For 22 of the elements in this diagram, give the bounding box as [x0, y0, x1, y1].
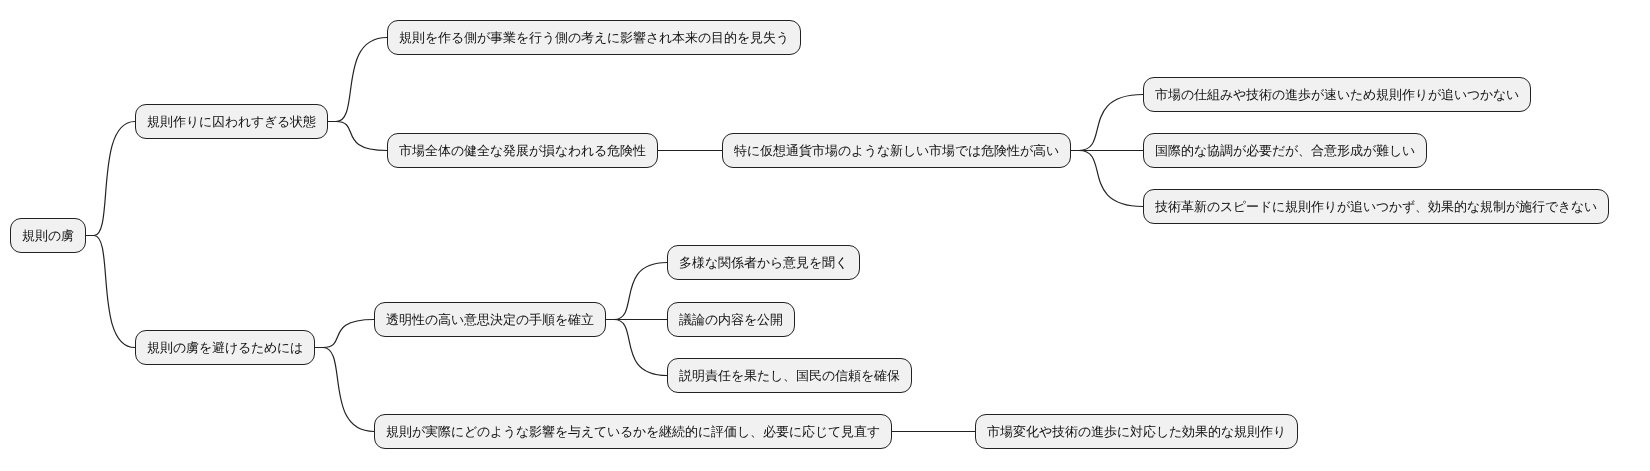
topic-box: 特に仮想通貨市場のような新しい市場では危険性が高い [722, 133, 1071, 168]
topic-box: 規則の虜を避けるためには [135, 330, 315, 365]
topic-box: 規則を作る側が事業を行う側の考えに影響され本来の目的を見失う [387, 20, 801, 55]
topic-box: 多様な関係者から意見を聞く [667, 245, 860, 280]
topic-box: 説明責任を果たし、国民の信頼を確保 [667, 358, 912, 393]
topic-box: 技術革新のスピードに規則作りが追いつかず、効果的な規制が施行できない [1143, 189, 1609, 224]
topic-box: 市場変化や技術の進歩に対応した効果的な規則作り [975, 414, 1298, 449]
topic-box: 透明性の高い意思決定の手順を確立 [374, 302, 606, 337]
topic-box: 国際的な協調が必要だが、合意形成が難しい [1143, 133, 1427, 168]
topic-box: 議論の内容を公開 [667, 302, 795, 337]
connector-line [605, 318, 668, 377]
topic-box: 市場の仕組みや技術の進歩が速いため規則作りが追いつかない [1143, 77, 1531, 112]
connector-line [1070, 149, 1144, 208]
connector-line [327, 120, 388, 152]
topic-box: 市場全体の健全な発展が損なわれる危険性 [387, 133, 658, 168]
topic-box: 規則の虜 [10, 218, 86, 253]
connector-line [85, 234, 136, 349]
connector-line [657, 149, 723, 152]
topic-box: 規則が実際にどのような影響を与えているかを継続的に評価し、必要に応じて見直す [374, 414, 892, 449]
connector-line [314, 346, 375, 433]
connector-line [891, 430, 976, 433]
topic-box: 規則作りに囚われすぎる状態 [135, 104, 328, 139]
